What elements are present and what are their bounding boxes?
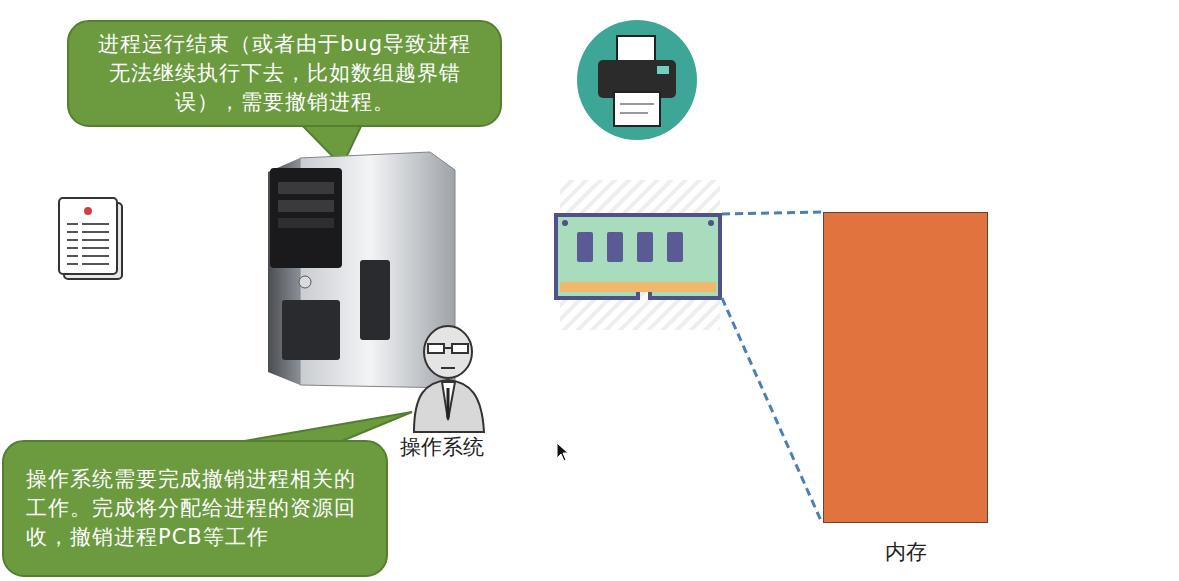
os-person	[414, 326, 484, 432]
document-lines	[67, 224, 109, 264]
callout-text: 进程运行结束（或者由于bug导致进程无法继续执行下去，比如数组越界错误），需要撤…	[91, 30, 478, 117]
person-glasses-bridge	[444, 347, 452, 349]
printer-circle	[577, 20, 697, 140]
mouse-cursor	[557, 443, 568, 461]
tower-vent	[282, 300, 340, 360]
person-mouth	[441, 367, 455, 369]
document-dot	[84, 207, 92, 215]
zoom-line	[722, 212, 822, 214]
printer-icon	[577, 20, 697, 140]
printer-line	[620, 103, 654, 105]
person-glasses	[452, 344, 468, 353]
callout-text: 操作系统需要完成撤销进程相关的工作。完成将分配给进程的资源回收，撤销进程PCB等…	[26, 465, 364, 552]
document-icon	[59, 198, 122, 279]
ram-pins	[560, 282, 716, 292]
drive-bay	[278, 182, 334, 194]
person-body	[414, 380, 484, 432]
printer-output	[614, 92, 660, 126]
person-tie	[447, 388, 450, 418]
printer-panel	[657, 66, 669, 74]
speech-callout: 进程运行结束（或者由于bug导致进程无法继续执行下去，比如数组越界错误），需要撤…	[67, 20, 502, 127]
person-collar	[442, 382, 455, 420]
memory-label: 内存	[823, 539, 988, 565]
ram-stick	[556, 180, 720, 330]
person-glasses	[428, 344, 444, 353]
person-head	[424, 326, 472, 378]
ram-chips	[577, 232, 683, 262]
document-sheet	[59, 198, 117, 274]
speech-callout: 操作系统需要完成撤销进程相关的工作。完成将分配给进程的资源回收，撤销进程PCB等…	[2, 440, 388, 577]
ram-board	[556, 215, 720, 298]
tower-vent	[360, 260, 390, 340]
drive-bay	[278, 218, 334, 228]
os-label: 操作系统	[400, 434, 484, 460]
ram-hole	[562, 220, 568, 226]
power-button	[299, 276, 311, 288]
drive-bay	[278, 200, 334, 212]
ram-hole	[708, 220, 714, 226]
memory-block: 内存	[823, 212, 988, 565]
zoom-line	[722, 298, 822, 523]
printer-line	[620, 112, 648, 114]
tower-panel	[270, 168, 342, 268]
memory-rect	[823, 212, 988, 523]
